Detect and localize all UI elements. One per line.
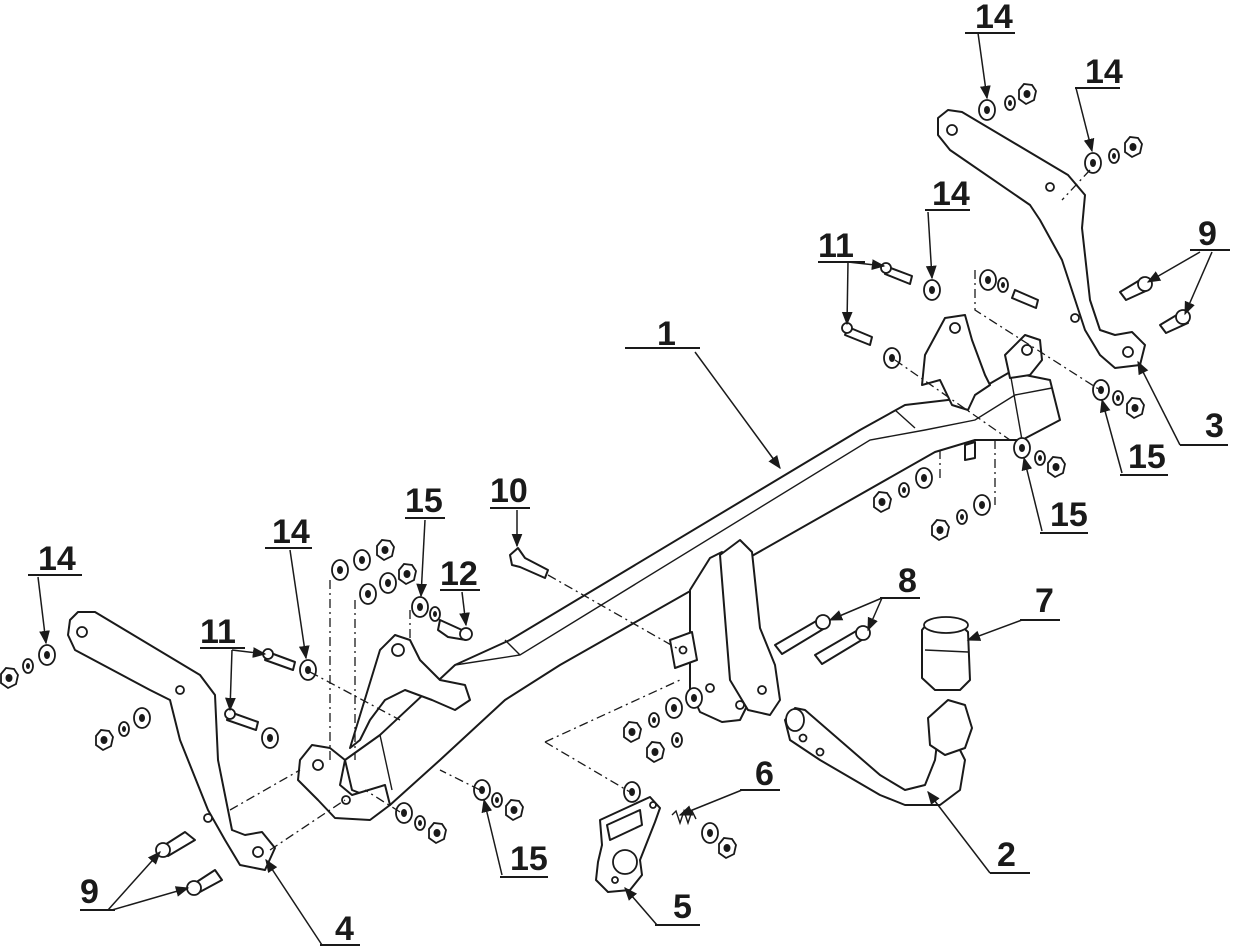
- callout-15-right-lower: 15: [1050, 496, 1088, 534]
- bolt-9-left-upper: [155, 831, 196, 858]
- bolt-12: [437, 619, 473, 641]
- tow-ball-neck: [784, 699, 973, 806]
- center-bolts: [155, 262, 1191, 896]
- callout-11-left: 11: [200, 613, 236, 651]
- callout-7: 7: [1035, 582, 1054, 620]
- callout-2: 2: [997, 836, 1016, 874]
- callout-14-top: 14: [975, 0, 1013, 36]
- bolt-11-right-lower: [841, 322, 873, 346]
- bolt-9-right-upper: [1119, 276, 1153, 301]
- callout-1: 1: [657, 315, 676, 353]
- bolt-8-upper: [774, 614, 831, 655]
- callout-leaders: [28, 32, 1230, 946]
- callout-15-left-upper: 15: [405, 482, 443, 520]
- left-end-bracket: [297, 634, 471, 821]
- callout-11-right: 11: [818, 227, 854, 265]
- bolt-11-right-upper: [880, 262, 913, 285]
- callout-9-right: 9: [1198, 215, 1217, 253]
- callout-14-right-arm: 14: [1085, 53, 1123, 91]
- callout-14-left-arm: 14: [38, 540, 76, 578]
- bolt-8-lower: [814, 625, 871, 665]
- right-end-bracket: [921, 314, 1043, 461]
- socket-spring: [671, 808, 737, 859]
- callout-15-bottom: 15: [510, 840, 548, 878]
- hitch-mount-plates: [669, 539, 781, 723]
- callout-9-left: 9: [80, 873, 99, 911]
- bolt-11-left-upper: [262, 648, 296, 671]
- callout-labels: 1 2 3 4 5 6 7 8 9 9 10 11 11 12 14 14 14…: [38, 0, 1224, 948]
- callout-3: 3: [1205, 407, 1224, 445]
- bolt-right-bracket: [1011, 289, 1039, 309]
- callout-15-right-upper: 15: [1128, 438, 1166, 476]
- callout-8: 8: [898, 562, 917, 600]
- bolt-10: [509, 547, 549, 579]
- right-side-arm: [937, 109, 1146, 369]
- callout-6: 6: [755, 755, 774, 793]
- bolt-11-left-lower: [224, 708, 259, 731]
- callout-4: 4: [335, 910, 354, 948]
- callout-5: 5: [673, 888, 692, 926]
- socket-plate: [595, 796, 661, 893]
- callout-12: 12: [440, 555, 478, 593]
- crossbar: [344, 371, 1061, 806]
- bolt-9-left-lower: [186, 869, 223, 896]
- callout-14-right-bracket: 14: [932, 175, 970, 213]
- callout-10: 10: [490, 472, 528, 510]
- callout-14-left-bracket: 14: [272, 513, 310, 551]
- tow-ball-cap: [921, 616, 971, 691]
- assembly-lines: [229, 169, 1101, 851]
